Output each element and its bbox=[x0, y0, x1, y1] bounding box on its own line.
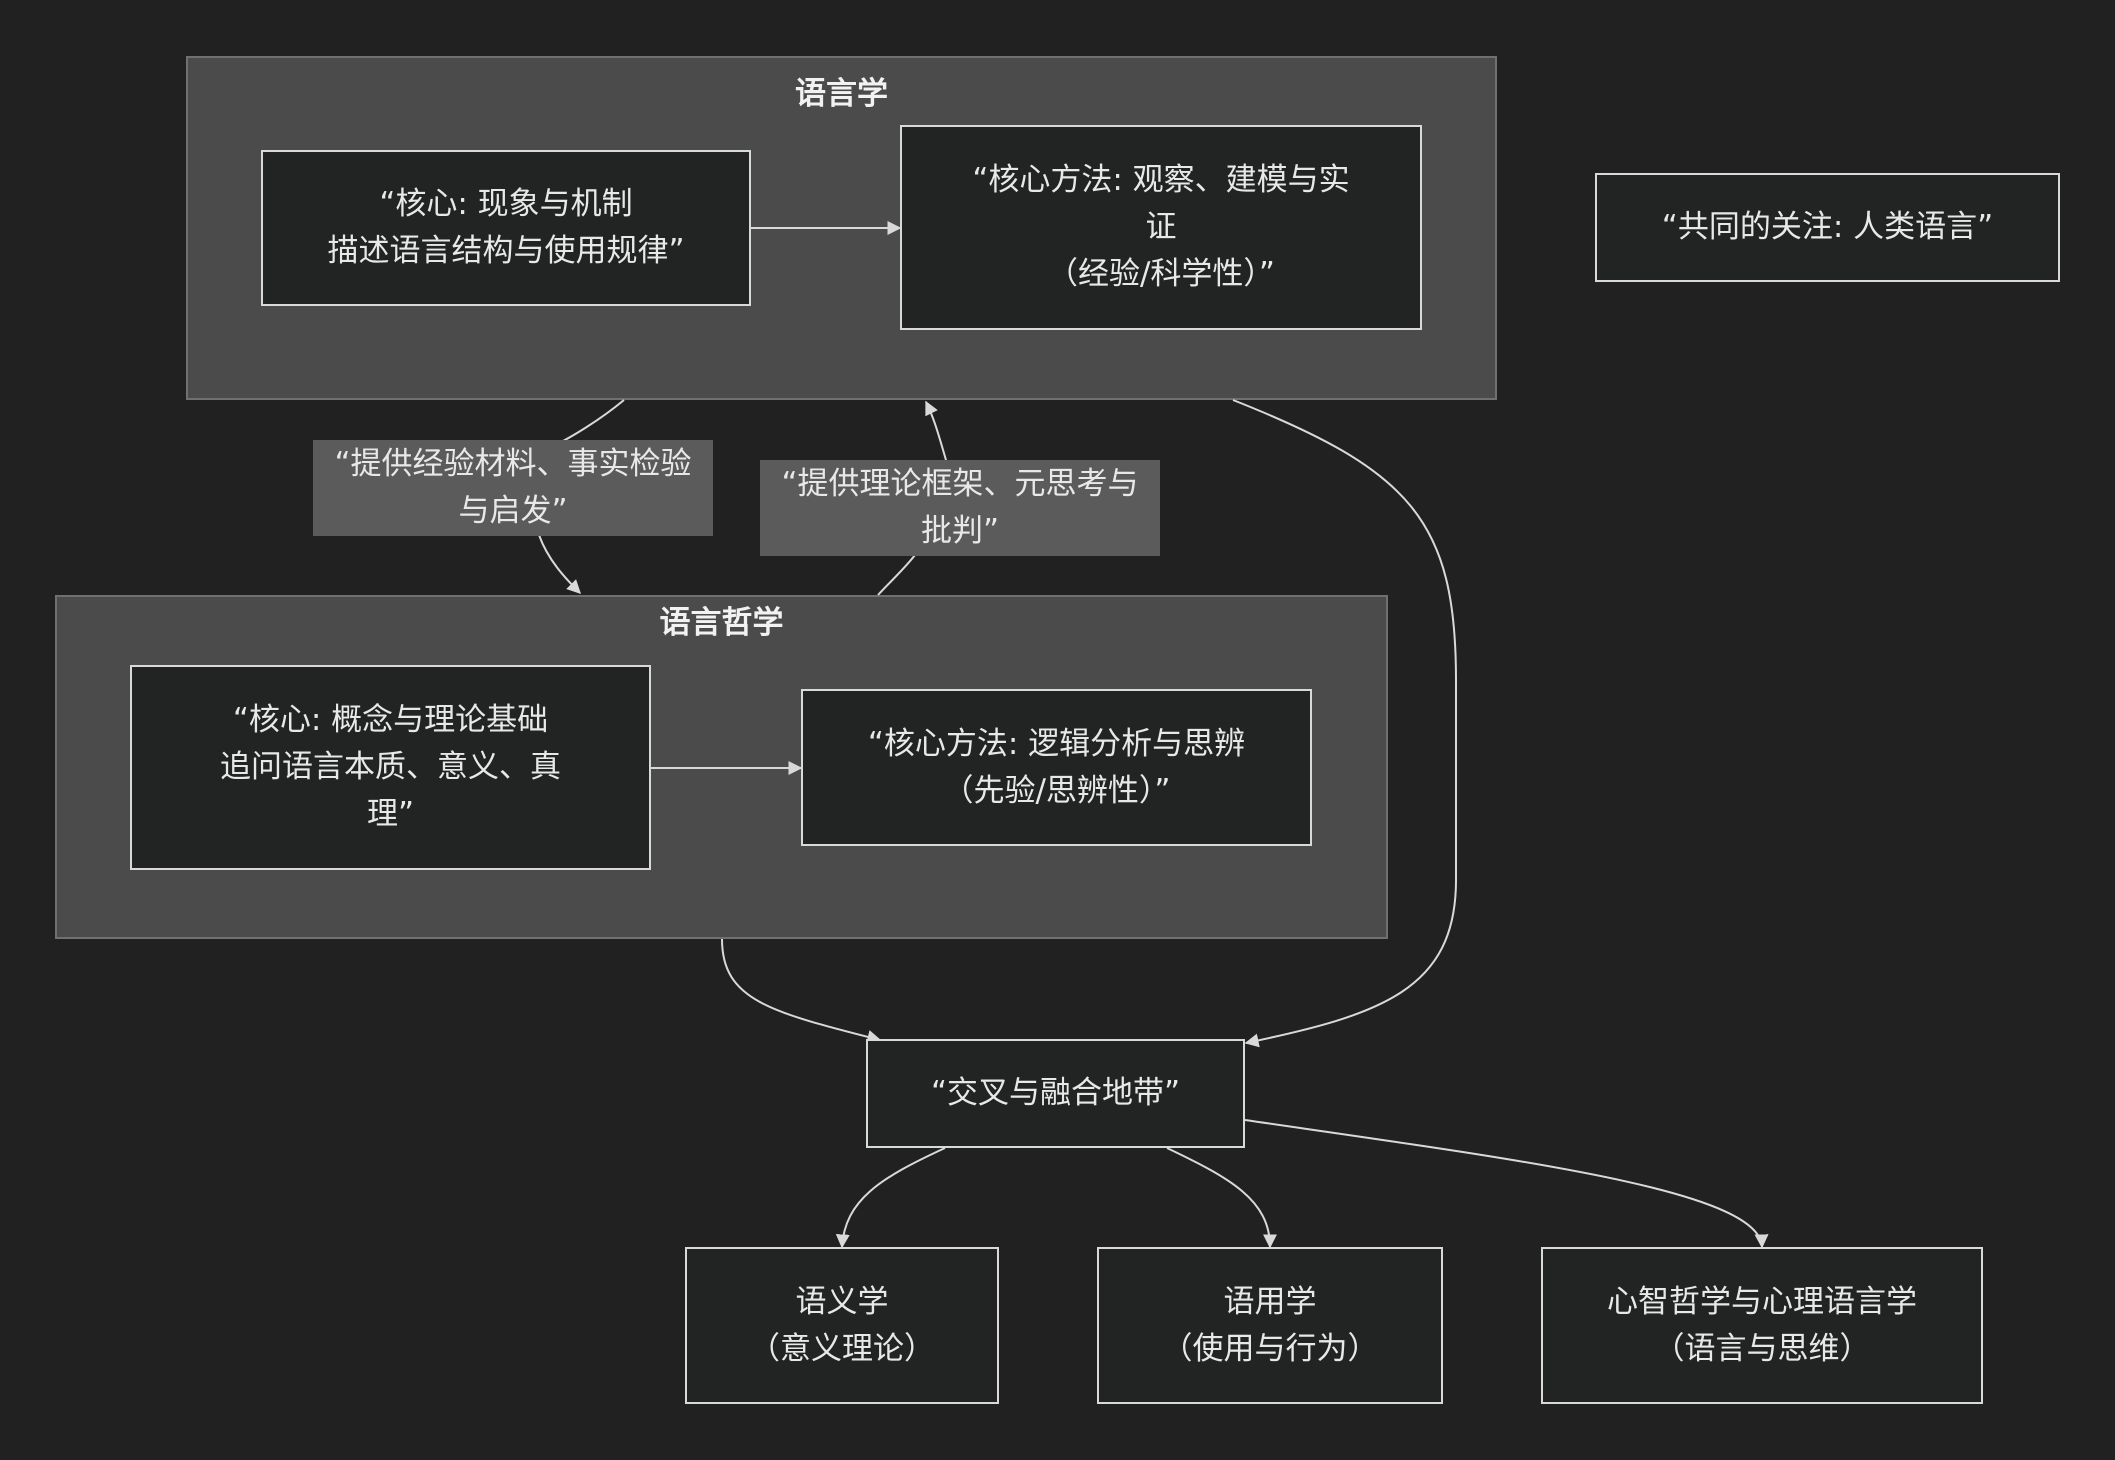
edge-label-ling-to-phil: “提供经验材料、事实检验 与启发” bbox=[313, 440, 713, 536]
edge-phil-to-ling-tail bbox=[925, 400, 947, 461]
edge-phil-to-ling bbox=[877, 554, 916, 596]
edge-intersection-to-semantics bbox=[835, 1147, 946, 1249]
node-philosophy-core: “核心: 概念与理论基础 追问语言本质、意义、真 理” bbox=[130, 665, 651, 870]
node-mind: 心智哲学与心理语言学 （语言与思维） bbox=[1541, 1247, 1983, 1404]
node-semantics: 语义学 （意义理论） bbox=[685, 1247, 999, 1404]
node-philosophy-method: “核心方法: 逻辑分析与思辨 （先验/思辨性）” bbox=[801, 689, 1312, 846]
node-pragmatics: 语用学 （使用与行为） bbox=[1097, 1247, 1443, 1404]
node-linguistics-core: “核心: 现象与机制 描述语言结构与使用规律” bbox=[261, 150, 751, 306]
edge-intersection-to-pragmatics bbox=[1166, 1147, 1277, 1249]
edge-ling-to-intersection bbox=[1232, 399, 1457, 1048]
edge-intersection-to-mind bbox=[1244, 1119, 1769, 1249]
group-title-philosophy: 语言哲学 bbox=[659, 605, 784, 641]
group-title-linguistics: 语言学 bbox=[795, 76, 888, 112]
node-common-concern: “共同的关注: 人类语言” bbox=[1595, 173, 2060, 282]
node-intersection: “交叉与融合地带” bbox=[866, 1039, 1245, 1148]
node-linguistics-method: “核心方法: 观察、建模与实 证 （经验/科学性）” bbox=[900, 125, 1422, 330]
edge-label-phil-to-ling: “提供理论框架、元思考与 批判” bbox=[760, 460, 1160, 556]
edge-ling-to-phil bbox=[554, 399, 625, 446]
edge-ling-to-phil-tail bbox=[538, 534, 581, 594]
edge-phil-to-intersection bbox=[721, 938, 882, 1044]
